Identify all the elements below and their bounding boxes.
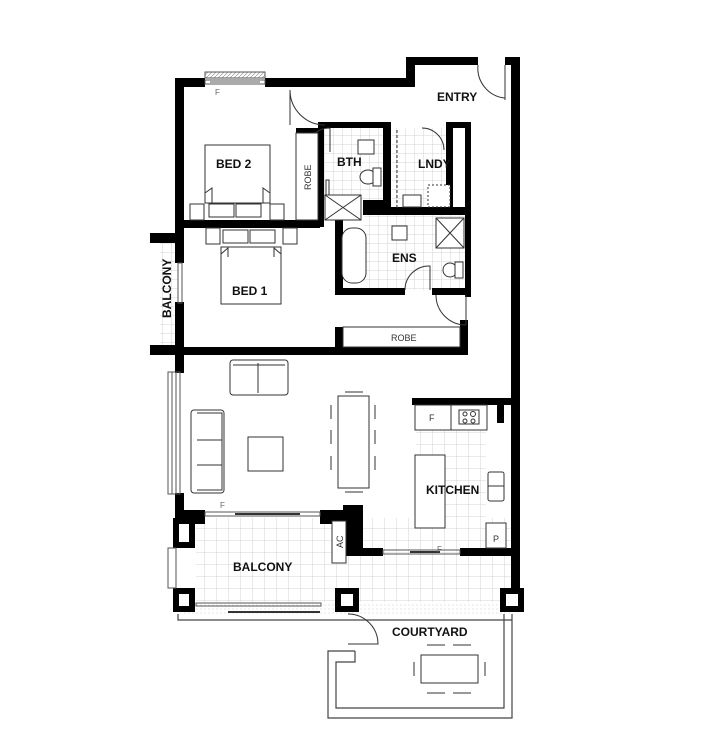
kitchen-fixtures [331,404,507,564]
room-label-kitchen: KITCHEN [426,483,479,497]
room-label-entry: ENTRY [437,90,477,104]
bathroom-fixtures [324,130,465,284]
pantry-label: P [493,534,499,544]
courtyard-outline [177,614,513,719]
room-label-bth: BTH [337,155,362,169]
fixed-glass-label: F [437,545,442,554]
fixed-glass-label: F [220,501,225,510]
courtyard-table [413,644,486,694]
room-labels: ENTRY BED 2 BTH LNDY ENS BED 1 ROBE ROBE… [160,88,499,639]
fixed-glass-label: F [215,88,220,97]
room-label-ens: ENS [392,251,417,265]
fridge-label: F [429,413,435,423]
beds [189,144,298,305]
robe-label-bed2: ROBE [303,164,313,190]
room-label-bed1: BED 1 [232,284,268,298]
windows [167,71,461,613]
room-label-balcony-main: BALCONY [233,560,292,574]
robes [295,132,461,348]
room-label-lndy: LNDY [418,157,451,171]
walls [150,57,524,612]
room-label-balcony-side: BALCONY [160,259,174,318]
column-cores [179,524,518,606]
room-label-courtyard: COURTYARD [392,625,468,639]
robe-label-bed1: ROBE [391,333,417,343]
ac-label: AC [335,535,345,548]
room-label-bed2: BED 2 [216,157,252,171]
living-furniture [190,359,376,494]
